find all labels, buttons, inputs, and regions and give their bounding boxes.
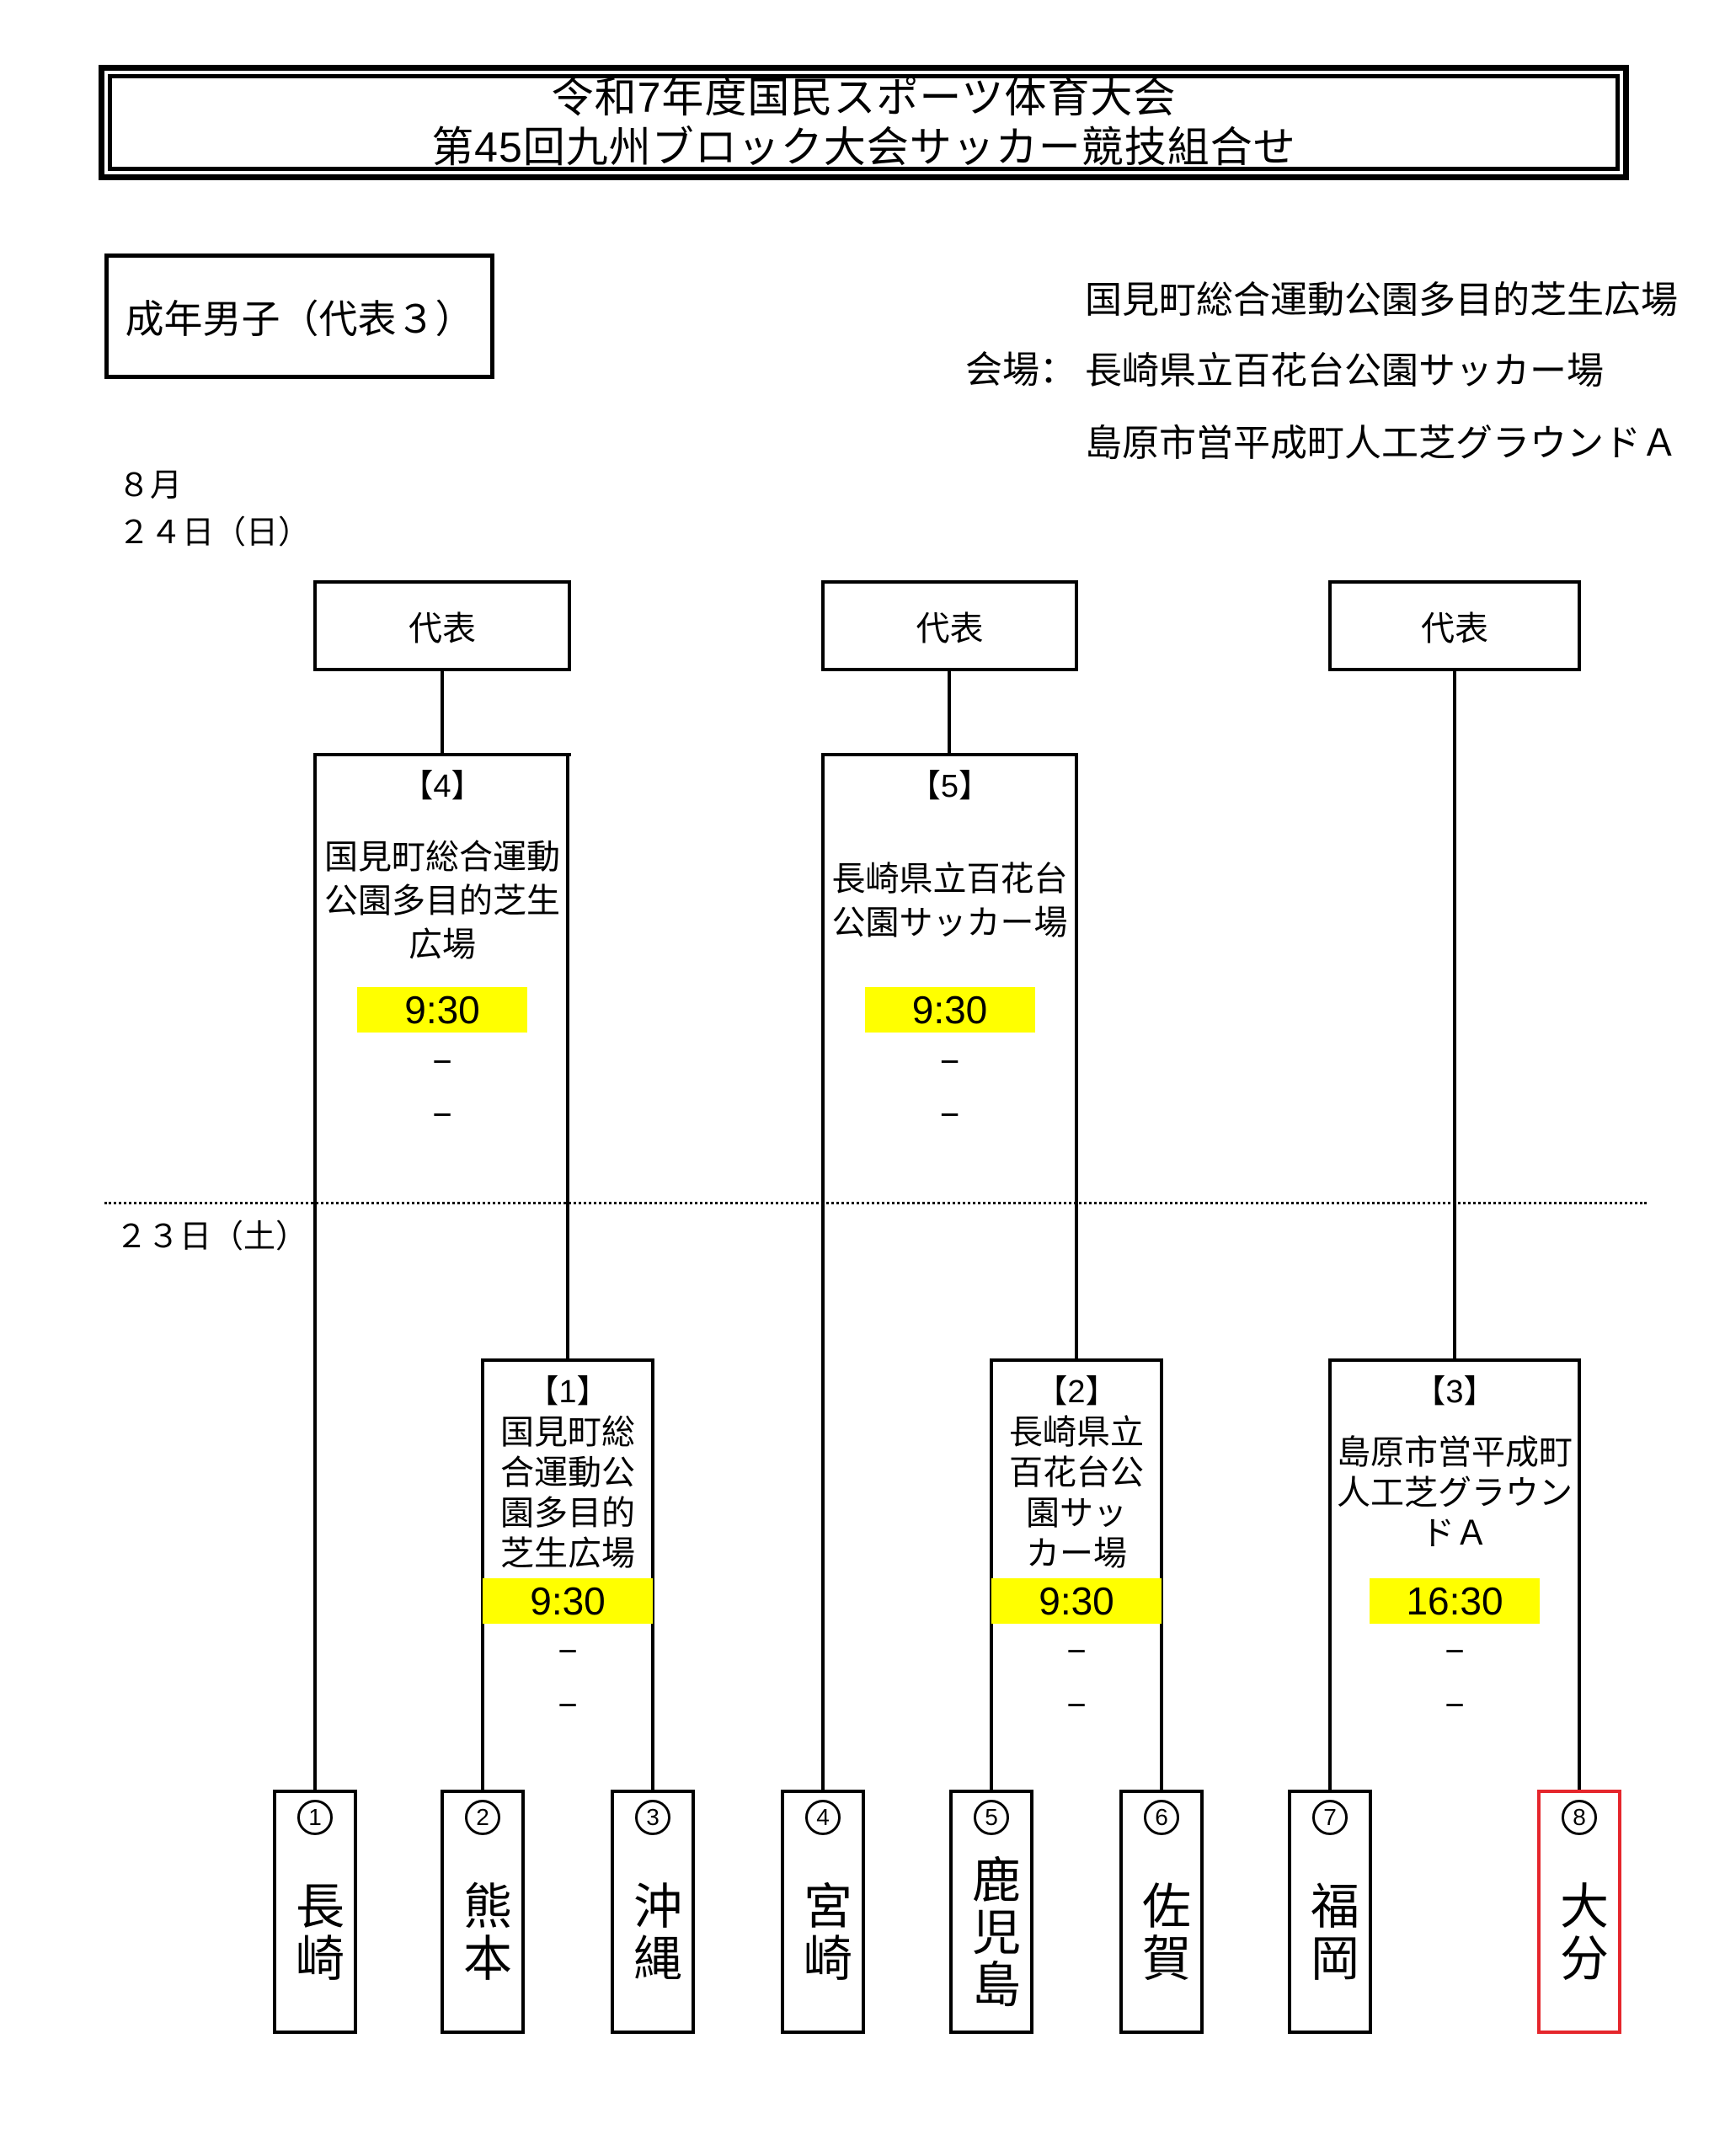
- team-number-circle: 7: [1312, 1800, 1348, 1835]
- bracket-line-m2-left: [990, 1358, 993, 1790]
- score-placeholder: −: [558, 1687, 578, 1724]
- score-placeholder: −: [1445, 1633, 1465, 1670]
- bracket-line-m1-right: [651, 1358, 654, 1790]
- category-label: 成年男子（代表３）: [125, 296, 474, 341]
- team-box-8-highlighted: 8 大分: [1537, 1790, 1621, 2034]
- score-placeholder: −: [432, 1097, 452, 1134]
- date-day24: ２４日（日）: [118, 515, 311, 551]
- category-box: 成年男子（代表３）: [104, 253, 494, 379]
- team-number-circle: 5: [974, 1800, 1009, 1835]
- team-number-circle: 2: [465, 1800, 500, 1835]
- score-placeholder: −: [1066, 1687, 1087, 1724]
- match-venue: 長崎県立百花台 公園サッカー場: [831, 861, 1068, 942]
- score-placeholder: −: [939, 1097, 960, 1134]
- venue-line-2: 長崎県立百花台公園サッカー場: [1085, 350, 1604, 392]
- team-box-6: 6 佐賀: [1119, 1790, 1204, 2034]
- day-divider-line: [104, 1202, 1647, 1204]
- match-venue: 国見町総合運動 公園多目的芝生 広場: [324, 839, 560, 963]
- score-placeholder: −: [432, 1043, 452, 1081]
- score-placeholder: −: [1445, 1687, 1465, 1724]
- match-time-highlight: 9:30: [357, 987, 527, 1033]
- bracket-line-m5-left: [821, 753, 825, 1790]
- bracket-line-m5-right: [1075, 753, 1078, 1358]
- match-label: 【5】: [908, 769, 991, 804]
- team-box-4: 4 宮崎: [781, 1790, 865, 2034]
- bracket-line-m2-right: [1160, 1358, 1163, 1790]
- match-time-highlight: 9:30: [991, 1578, 1162, 1624]
- match-label: 【4】: [401, 769, 483, 804]
- date-month: ８月: [118, 468, 183, 504]
- bracket-bar-m3: [1328, 1358, 1581, 1362]
- team-number-circle: 3: [635, 1800, 670, 1835]
- bracket-bar-m5: [821, 753, 1078, 756]
- match-venue: 島原市営平成町 人工芝グラウン ドＡ: [1337, 1434, 1573, 1552]
- team-box-3: 3 沖縄: [611, 1790, 695, 2034]
- match-label: 【2】: [1035, 1374, 1118, 1410]
- team-box-2: 2 熊本: [441, 1790, 525, 2034]
- connector-qualifier2: [948, 671, 951, 753]
- venue-line-1: 国見町総合運動公園多目的芝生広場: [1085, 280, 1678, 321]
- match-label: 【3】: [1413, 1374, 1496, 1410]
- team-name: 熊本: [456, 1881, 510, 1985]
- score-placeholder: −: [558, 1633, 578, 1670]
- qualifier-label-2: 代表: [916, 611, 984, 648]
- qualifier-label-1: 代表: [409, 611, 476, 648]
- team-number-circle: 4: [805, 1800, 841, 1835]
- qualifier-box-3: 代表: [1328, 580, 1581, 671]
- team-name: 佐賀: [1135, 1881, 1189, 1985]
- title-line-2: 第45回九州ブロック大会サッカー競技組合せ: [431, 123, 1296, 171]
- team-box-7: 7 福岡: [1288, 1790, 1372, 2034]
- score-placeholder: −: [939, 1043, 960, 1081]
- bracket-line-m4-left: [313, 753, 317, 1790]
- team-name: 鹿児島: [964, 1854, 1019, 2011]
- bracket-line-m3-right: [1578, 1358, 1581, 1790]
- team-number-circle: 1: [297, 1800, 333, 1835]
- match-venue: 国見町総 合運動公 園多目的 芝生広場: [500, 1414, 635, 1572]
- bracket-bar-m4: [313, 753, 571, 756]
- venue-label: 会場：: [965, 350, 1076, 391]
- team-box-5: 5 鹿児島: [949, 1790, 1033, 2034]
- qualifier-label-3: 代表: [1421, 611, 1488, 648]
- score-placeholder: −: [1066, 1633, 1087, 1670]
- title-box-inner: 令和7年度国民スポーツ体育大会 第45回九州ブロック大会サッカー競技組合せ: [108, 74, 1620, 171]
- team-name: 大分: [1552, 1881, 1607, 1985]
- team-name: 福岡: [1303, 1881, 1358, 1985]
- team-number-circle: 6: [1144, 1800, 1179, 1835]
- bracket-bar-m1: [481, 1358, 654, 1362]
- team-name: 沖縄: [626, 1881, 681, 1985]
- connector-qualifier1: [441, 671, 444, 753]
- bracket-line-m4-right: [566, 753, 569, 1358]
- connector-qualifier3: [1453, 671, 1456, 1358]
- match-time-highlight: 16:30: [1370, 1578, 1540, 1624]
- title-line-1: 令和7年度国民スポーツ体育大会: [551, 73, 1177, 121]
- match-time-highlight: 9:30: [483, 1578, 653, 1624]
- team-name: 宮崎: [796, 1881, 851, 1985]
- venue-line-3: 島原市営平成町人工芝グラウンドＡ: [1085, 423, 1678, 464]
- match-time-highlight: 9:30: [864, 987, 1035, 1033]
- team-number-circle: 8: [1562, 1800, 1597, 1835]
- qualifier-box-1: 代表: [313, 580, 571, 671]
- team-box-1: 1 長崎: [273, 1790, 357, 2034]
- bracket-line-m3-left: [1328, 1358, 1332, 1790]
- title-box: 令和7年度国民スポーツ体育大会 第45回九州ブロック大会サッカー競技組合せ: [99, 65, 1629, 180]
- team-name: 長崎: [288, 1881, 343, 1985]
- bracket-bar-m2: [990, 1358, 1163, 1362]
- match-venue: 長崎県立 百花台公 園サッ カー場: [1009, 1414, 1144, 1572]
- bracket-line-m1-left: [481, 1358, 484, 1790]
- date-day23: ２３日（土）: [115, 1219, 308, 1255]
- match-label: 【1】: [526, 1374, 609, 1410]
- qualifier-box-2: 代表: [821, 580, 1078, 671]
